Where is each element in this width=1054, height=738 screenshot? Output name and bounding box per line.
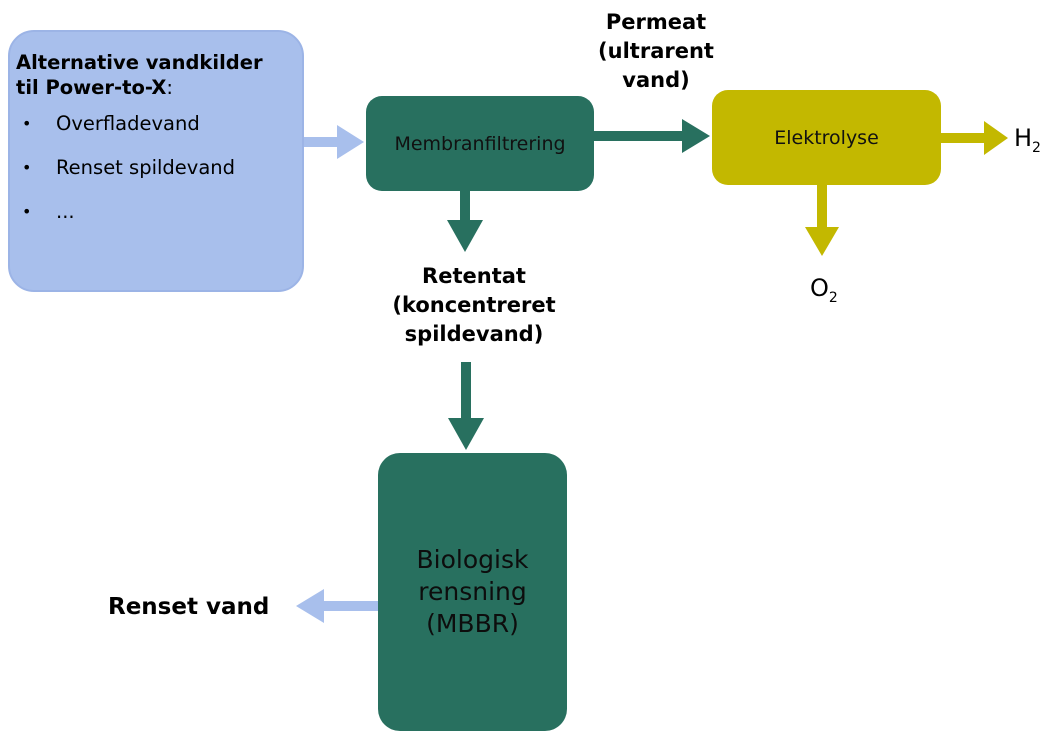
- hydrogen-subscript: 2: [1032, 140, 1041, 156]
- cleaned-water-label: Renset vand: [108, 594, 270, 620]
- arrow-membrane-to-electrolysis: [592, 119, 710, 153]
- permeate-label: Permeat (ultrarent vand): [556, 8, 756, 95]
- retentate-line3: spildevand): [404, 322, 544, 346]
- oxygen-symbol: O: [810, 274, 829, 302]
- source-item-treated-wastewater: Renset spildevand: [16, 150, 302, 194]
- source-title-line2: til Power-to-X: [16, 76, 167, 99]
- retentate-label: Retentat (koncentreret spildevand): [364, 262, 584, 349]
- oxygen-subscript: 2: [828, 290, 838, 306]
- electrolysis-box: Elektrolyse: [712, 90, 941, 185]
- source-item-more: ...: [16, 194, 302, 238]
- arrow-electrolysis-to-h2: [940, 121, 1008, 155]
- source-title: Alternative vandkilder til Power-to-X:: [16, 50, 302, 100]
- biological-treatment-label: Biologisk rensning (MBBR): [417, 544, 529, 640]
- hydrogen-output: H2: [1014, 124, 1041, 156]
- source-title-colon: :: [166, 76, 173, 99]
- hydrogen-symbol: H: [1014, 124, 1033, 152]
- alternative-water-sources-box: Alternative vandkilder til Power-to-X: O…: [8, 30, 304, 292]
- retentate-line2: (koncentreret: [392, 293, 556, 317]
- biological-line2: rensning: [418, 577, 527, 606]
- permeate-line2: (ultrarent: [598, 39, 714, 63]
- arrow-membrane-to-retentate: [447, 190, 483, 252]
- electrolysis-label: Elektrolyse: [774, 126, 879, 149]
- arrow-electrolysis-to-o2: [805, 185, 839, 256]
- oxygen-output: O2: [810, 274, 838, 306]
- arrow-retentate-to-biological: [448, 362, 484, 450]
- biological-line1: Biologisk: [416, 545, 529, 574]
- retentate-line1: Retentat: [422, 264, 526, 288]
- arrow-source-to-membrane: [303, 125, 364, 159]
- source-list: Overfladevand Renset spildevand ...: [16, 106, 302, 238]
- membrane-filtration-box: Membranfiltrering: [366, 96, 594, 191]
- biological-treatment-box: Biologisk rensning (MBBR): [378, 453, 567, 731]
- permeate-line3: vand): [622, 68, 690, 92]
- membrane-filtration-label: Membranfiltrering: [394, 132, 566, 155]
- permeate-line1: Permeat: [605, 10, 707, 34]
- arrow-biological-to-cleaned-water: [296, 589, 378, 623]
- biological-line3: (MBBR): [426, 609, 519, 638]
- source-title-line1: Alternative vandkilder: [16, 51, 263, 74]
- source-item-surface-water: Overfladevand: [16, 106, 302, 150]
